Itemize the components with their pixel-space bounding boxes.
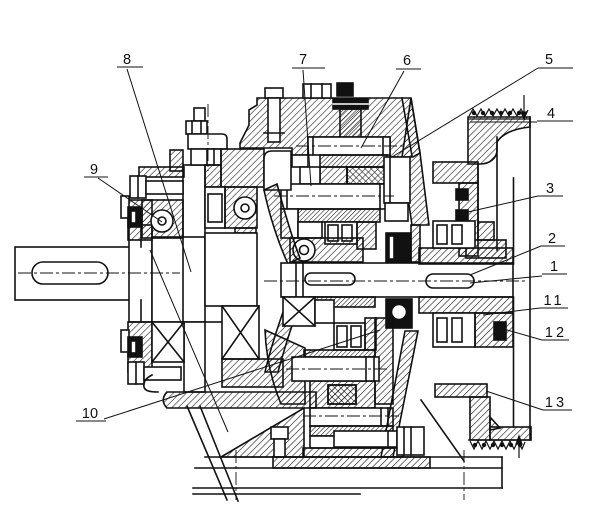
svg-text:4: 4 (547, 106, 555, 122)
svg-text:6: 6 (403, 53, 411, 69)
svg-text:7: 7 (299, 52, 307, 68)
svg-text:5: 5 (545, 52, 553, 68)
svg-text:9: 9 (90, 162, 98, 178)
svg-text:2: 2 (548, 231, 556, 247)
svg-text:11: 11 (543, 293, 564, 309)
svg-text:12: 12 (545, 325, 567, 341)
svg-text:3: 3 (546, 181, 554, 197)
svg-text:10: 10 (82, 406, 98, 422)
svg-text:8: 8 (123, 52, 131, 68)
svg-text:1: 1 (550, 259, 558, 275)
svg-text:13: 13 (545, 395, 567, 411)
